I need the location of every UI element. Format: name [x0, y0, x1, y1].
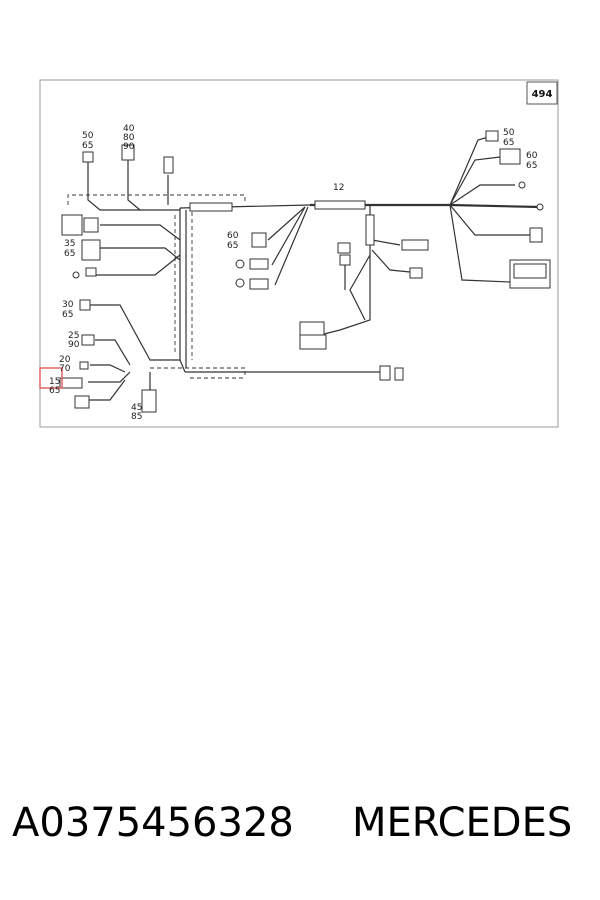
label-65-right-b: 65 [526, 161, 537, 171]
highlight-marker [39, 367, 63, 389]
label-40: 40 [123, 124, 135, 134]
label-45: 45 [131, 403, 142, 413]
page-number: 494 [532, 89, 553, 100]
label-90: 90 [123, 142, 135, 152]
label-65: 65 [82, 141, 93, 151]
label-20: 20 [59, 355, 71, 365]
label-60-right: 60 [526, 151, 538, 161]
brand-name: MERCEDES [352, 800, 573, 846]
label-65-15: 65 [49, 386, 60, 396]
label-90-25: 90 [68, 340, 80, 350]
label-65-right: 65 [503, 138, 514, 148]
part-number: A0375456328 [12, 800, 294, 846]
label-70: 70 [59, 364, 71, 374]
page-number-box [526, 81, 558, 105]
label-80: 80 [123, 133, 135, 143]
label-65-mid: 65 [227, 241, 238, 251]
label-25: 25 [68, 331, 79, 341]
dashed-sleeves [67, 194, 246, 379]
label-65-30: 65 [62, 310, 73, 320]
caption: A0375456328 MERCEDES [0, 800, 600, 870]
label-60-mid: 60 [227, 231, 239, 241]
wiring-harness-diagram: 494 [39, 79, 559, 428]
diagram-frame [39, 79, 559, 428]
callout-labels: 50 65 40 80 90 12 50 65 60 65 35 65 60 6… [49, 124, 538, 422]
label-50-right: 50 [503, 128, 515, 138]
label-15: 15 [49, 377, 60, 387]
connectors [59, 130, 551, 413]
label-65-left: 65 [64, 249, 75, 259]
sleeve-segments [189, 200, 375, 246]
label-35: 35 [64, 239, 75, 249]
label-50: 50 [82, 131, 94, 141]
label-30: 30 [62, 300, 74, 310]
label-12: 12 [333, 183, 344, 193]
label-85: 85 [131, 412, 142, 422]
